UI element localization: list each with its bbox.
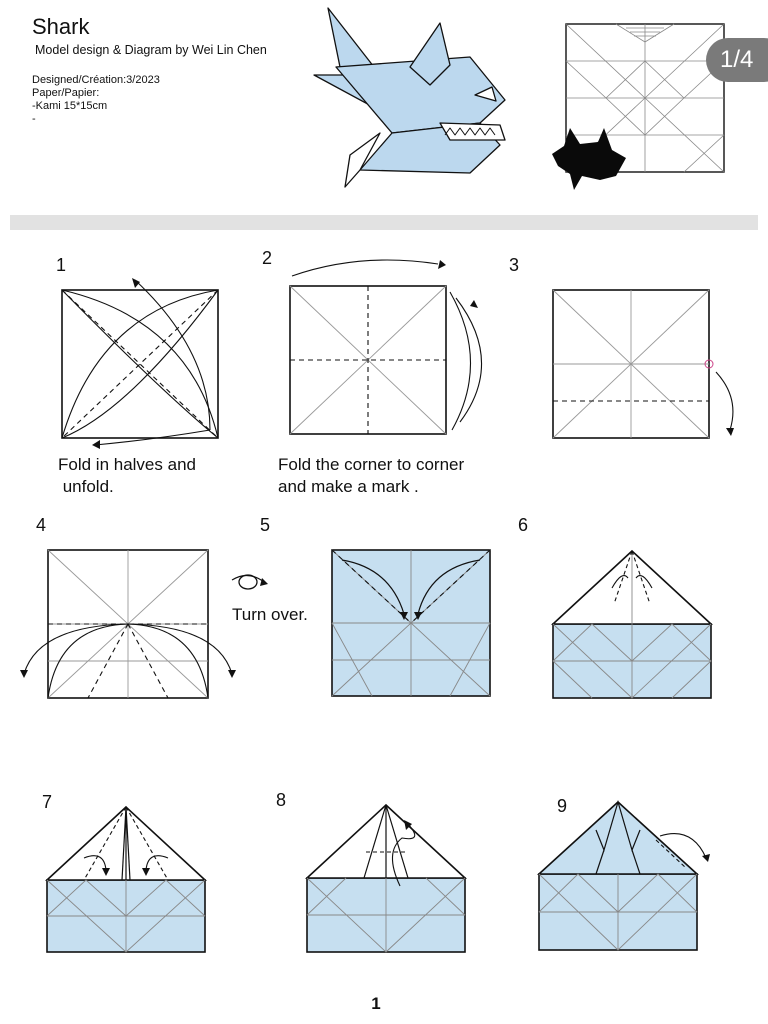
step-1-caption-line-2: unfold. [58,477,114,496]
turn-over-label: Turn over. [232,605,308,624]
step-2-diagram [289,259,483,435]
step-2-caption-line-1: Fold the corner to corner [278,455,465,474]
page-indicator-badge: 1/4 [706,38,768,82]
meta-dash: - [32,113,36,125]
step-number: 8 [276,790,287,810]
shark-model-illustration [313,7,506,188]
designer-credit: Model design & Diagram by Wei Lin Chen [35,43,267,57]
step-number: 4 [36,515,47,535]
step-number: 7 [42,792,53,812]
step-number: 2 [262,248,273,268]
step-4-diagram [20,549,236,699]
page-number: 1 [371,994,381,1013]
turn-over-icon [231,574,268,590]
page-title: Shark [32,14,90,39]
black-shark-silhouette [552,128,626,190]
step-number: 6 [518,515,529,535]
step-5-diagram [331,549,491,697]
step-1-diagram [61,278,219,449]
step-9-diagram [536,799,710,951]
step-6-diagram [550,549,714,699]
paper-label: Paper/Papier: [32,87,100,99]
step-8-diagram [304,803,468,953]
step-7-diagram [44,805,208,953]
step-1-caption-line-1: Fold in halves and [58,455,196,474]
step-number: 9 [557,796,568,816]
step-number: 3 [509,255,520,275]
step-3-diagram [552,289,734,439]
step-number: 1 [56,255,67,275]
step-2-caption-line-2: and make a mark . [278,477,419,496]
section-divider [10,215,758,230]
designed-date: Designed/Création:3/2023 [32,74,160,86]
step-number: 5 [260,515,271,535]
paper-spec: -Kami 15*15cm [32,100,108,112]
